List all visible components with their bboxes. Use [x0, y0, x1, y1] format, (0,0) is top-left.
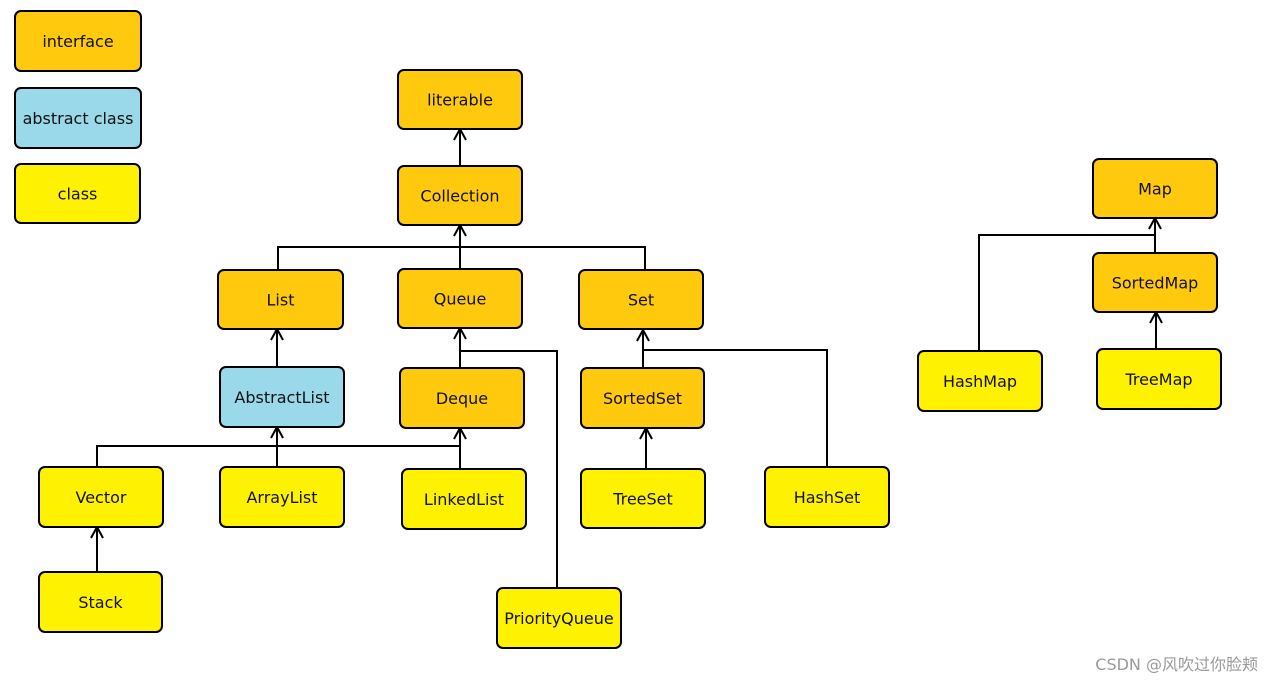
edge-vector-to-abstractlist	[96, 445, 277, 467]
node-collection: Collection	[397, 165, 523, 226]
node-iterable-box	[397, 69, 523, 130]
node-treeset-box	[580, 468, 706, 529]
node-deque-box	[399, 367, 525, 429]
node-queue-label: Queue	[434, 290, 487, 309]
node-priorityqueue: PriorityQueue	[496, 587, 622, 649]
legend-interface-label: interface	[42, 32, 113, 51]
node-set-label: Set	[628, 291, 654, 310]
node-abstractlist: AbstractList	[219, 366, 345, 428]
legend-abstract-box	[14, 87, 142, 149]
node-sortedmap: SortedMap	[1092, 252, 1218, 313]
node-map-label: Map	[1138, 180, 1172, 199]
node-sortedset: SortedSet	[580, 367, 705, 429]
node-treeset-label: TreeSet	[612, 490, 673, 509]
node-hashmap-box	[917, 350, 1043, 412]
node-set-box	[578, 269, 704, 330]
edge-linkedlist-to-abstractlist	[277, 445, 461, 469]
node-vector-box	[38, 466, 164, 528]
node-map: Map	[1092, 158, 1218, 219]
node-abstractlist-label: AbstractList	[234, 388, 329, 407]
edge-list-to-collection	[277, 246, 460, 270]
node-linkedlist-box	[401, 468, 527, 530]
node-treeset: TreeSet	[580, 468, 706, 529]
node-sortedmap-label: SortedMap	[1112, 274, 1199, 293]
node-list-box	[217, 269, 344, 330]
node-iterable: literable	[397, 69, 523, 130]
node-sortedmap-box	[1092, 252, 1218, 313]
node-iterable-label: literable	[427, 91, 493, 110]
node-hashset-label: HashSet	[794, 488, 861, 507]
node-queue: Queue	[397, 268, 523, 329]
node-sortedset-label: SortedSet	[603, 389, 682, 408]
node-sortedset-box	[580, 367, 705, 429]
node-list-label: List	[267, 291, 295, 310]
node-hashmap: HashMap	[917, 350, 1043, 412]
legend-interface: interface	[14, 10, 142, 72]
node-hashset: HashSet	[764, 466, 890, 528]
node-treemap-label: TreeMap	[1124, 370, 1192, 389]
node-map-box	[1092, 158, 1218, 219]
node-abstractlist-box	[219, 366, 345, 428]
legend-abstract: abstract class	[14, 87, 142, 149]
node-stack-label: Stack	[78, 593, 123, 612]
edges-layer	[90, 126, 1163, 588]
nodes-layer: interface abstract class class literableCol…	[14, 10, 1222, 649]
legend-abstract-label: abstract class	[23, 109, 134, 128]
watermark: CSDN @风吹过你脸颊	[1095, 655, 1258, 674]
node-vector-label: Vector	[76, 488, 127, 507]
node-linkedlist: LinkedList	[401, 468, 527, 530]
node-deque: Deque	[399, 367, 525, 429]
node-list: List	[217, 269, 344, 330]
node-treemap: TreeMap	[1096, 348, 1222, 410]
node-collection-label: Collection	[420, 187, 499, 206]
node-treemap-box	[1096, 348, 1222, 410]
edge-hashset-to-set	[643, 349, 828, 467]
node-stack-box	[38, 571, 163, 633]
node-arraylist-label: ArrayList	[246, 488, 317, 507]
node-arraylist-box	[219, 466, 345, 528]
legend-class: class	[14, 163, 141, 224]
node-linkedlist-label: LinkedList	[424, 490, 504, 509]
node-vector: Vector	[38, 466, 164, 528]
edge-hashmap-to-map	[978, 234, 1155, 351]
node-deque-label: Deque	[436, 389, 488, 408]
node-priorityqueue-box	[496, 587, 622, 649]
node-arraylist: ArrayList	[219, 466, 345, 528]
node-collection-box	[397, 165, 523, 226]
edge-set-to-collection	[460, 246, 646, 270]
node-stack: Stack	[38, 571, 163, 633]
edge-priorityqueue-to-queue	[460, 350, 558, 588]
legend-interface-box	[14, 10, 142, 72]
node-set: Set	[578, 269, 704, 330]
legend-class-box	[14, 163, 141, 224]
node-hashset-box	[764, 466, 890, 528]
legend-class-label: class	[58, 185, 98, 204]
node-priorityqueue-label: PriorityQueue	[504, 609, 614, 628]
node-hashmap-label: HashMap	[943, 372, 1017, 391]
node-queue-box	[397, 268, 523, 329]
